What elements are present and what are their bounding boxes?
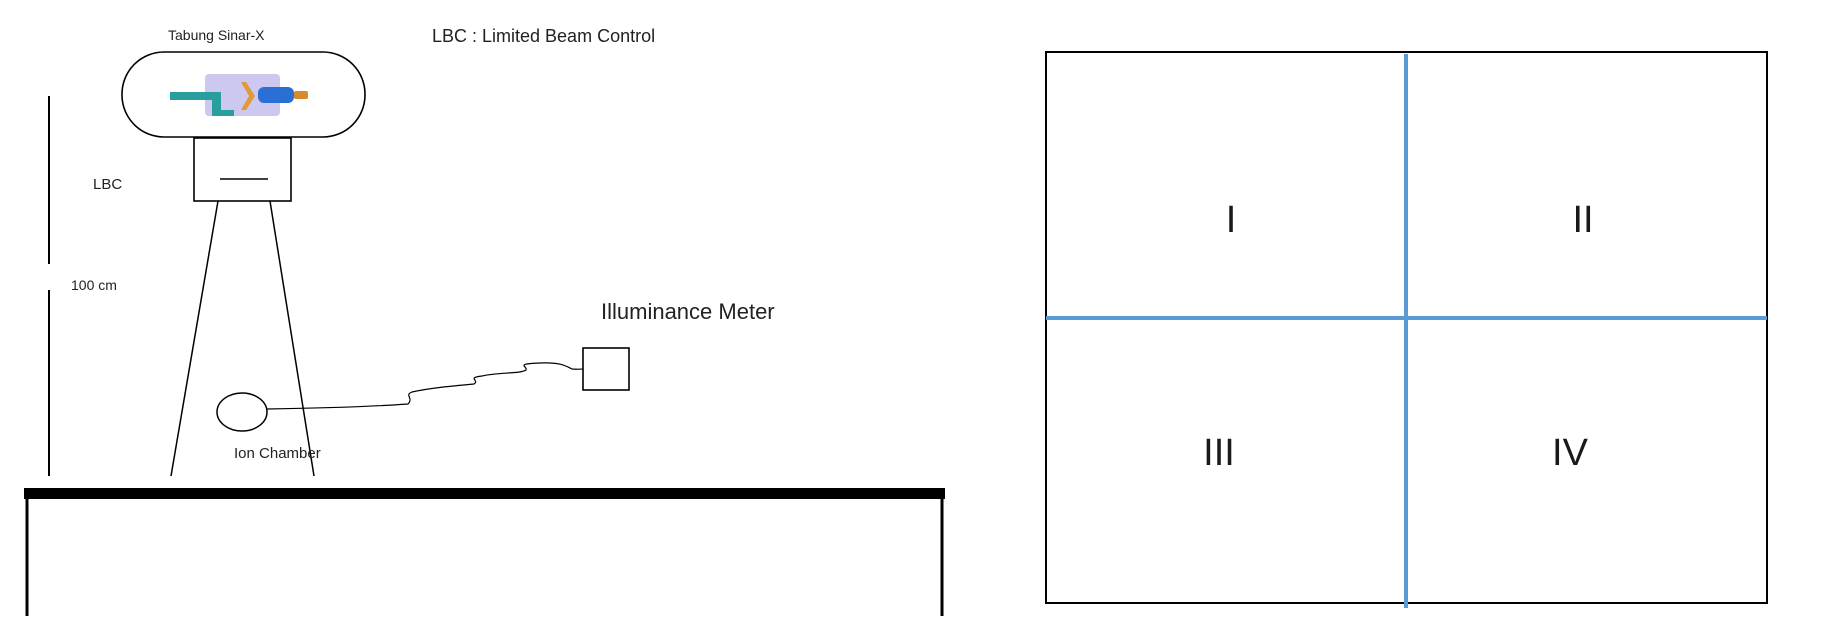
lbc-box — [193, 137, 292, 202]
anode-icon — [258, 87, 294, 103]
xray-tube — [121, 51, 366, 138]
cathode-base-icon — [212, 110, 234, 116]
cathode-icon — [170, 92, 220, 100]
beam-left-edge — [170, 200, 219, 477]
chamber-label: Ion Chamber — [234, 445, 321, 462]
beam-right-edge — [269, 200, 315, 477]
target-icon — [241, 82, 255, 110]
quadrant-label-1: I — [1226, 199, 1237, 241]
cathode-stem-icon — [212, 92, 221, 116]
quadrant-label-2: II — [1572, 199, 1593, 241]
tube-label: Tabung Sinar-X — [168, 27, 265, 43]
meter-cable — [266, 362, 601, 410]
distance-label: 100 cm — [71, 277, 117, 293]
setup-panel: Tabung Sinar-X LBC : Limited Beam Contro… — [24, 26, 945, 616]
illuminance-meter — [582, 347, 630, 391]
anode-cap-icon — [294, 91, 308, 99]
quadrant-label-3: III — [1203, 432, 1235, 474]
table-top — [24, 488, 945, 499]
quadrant-label-4: IV — [1552, 432, 1589, 474]
tube-envelope — [205, 74, 280, 116]
ion-chamber — [216, 392, 268, 432]
field-grid: I II III IV — [1045, 51, 1768, 608]
meter-label: Illuminance Meter — [601, 299, 775, 324]
lbc-legend: LBC : Limited Beam Control — [432, 26, 655, 46]
lbc-label: LBC — [93, 176, 122, 193]
